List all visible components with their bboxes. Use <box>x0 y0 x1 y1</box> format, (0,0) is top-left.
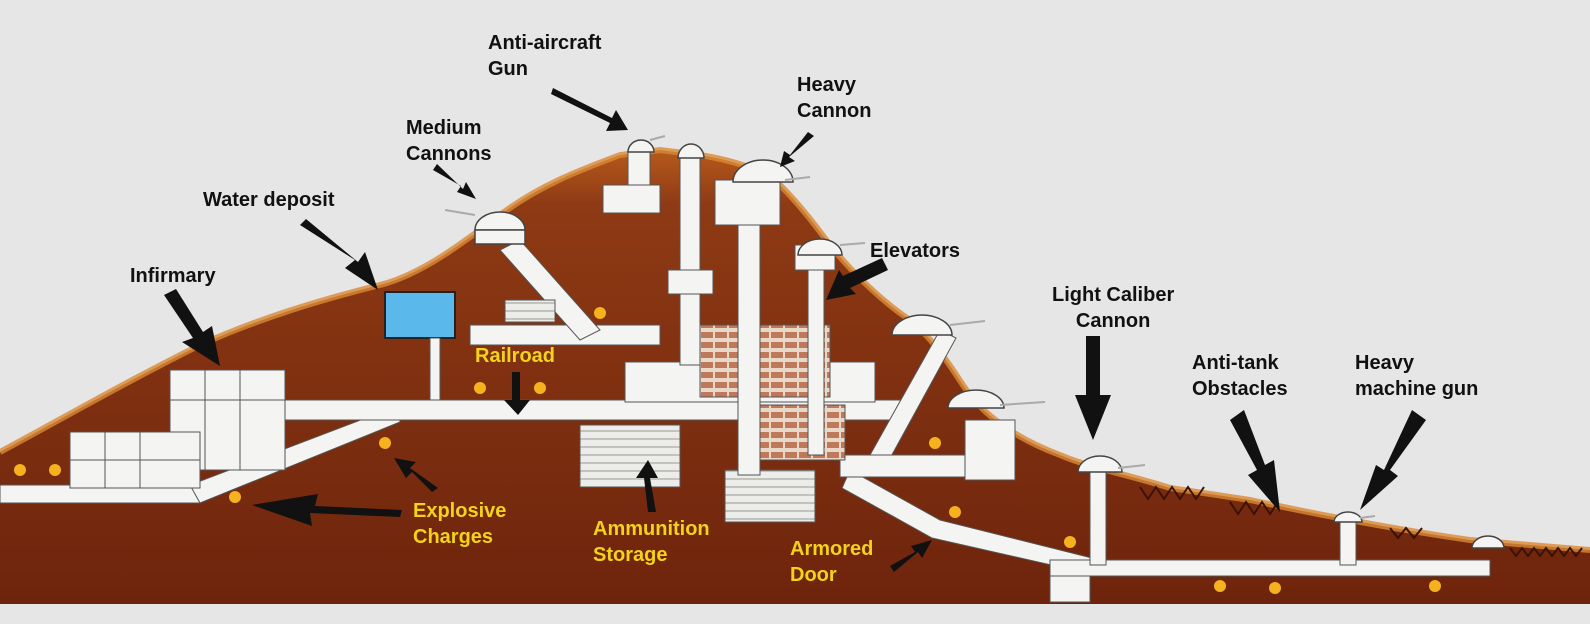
label-anti-aircraft-gun: Anti-aircraft Gun <box>488 30 601 82</box>
label-light-caliber-line2: Cannon <box>1075 310 1151 332</box>
label-ammunition-line1: Ammunition <box>593 518 710 540</box>
label-heavy-cannon-line2: Cannon <box>797 100 872 122</box>
black-arrows <box>164 88 1426 572</box>
ammunition-storage-room <box>579 424 681 488</box>
label-armored-door: Armored Door <box>790 536 873 588</box>
label-anti-aircraft-gun-line1: Anti-aircraft <box>488 32 602 54</box>
infirmary-block <box>69 369 286 489</box>
label-armored-door-line1: Armored <box>790 538 874 560</box>
label-medium-cannons-line2: Cannons <box>406 143 492 165</box>
water-tank <box>384 291 456 339</box>
label-heavy-mg-line1: Heavy <box>1355 352 1414 374</box>
water-pipe <box>429 337 441 401</box>
label-heavy-machine-gun: Heavy machine gun <box>1355 350 1478 402</box>
label-heavy-cannon-line1: Heavy <box>797 74 856 96</box>
label-anti-tank-line1: Anti-tank <box>1192 352 1279 374</box>
label-medium-cannons-line1: Medium <box>406 117 482 139</box>
anti-tank-teeth <box>1139 485 1583 558</box>
label-light-caliber-line1: Light Caliber <box>1052 284 1175 306</box>
gun-barrels <box>444 135 1376 519</box>
label-medium-cannons: Medium Cannons <box>406 115 492 167</box>
storage-left <box>504 299 556 323</box>
explosive-charges <box>14 307 1441 594</box>
label-ammunition-storage: Ammunition Storage <box>593 516 710 568</box>
lower-magazine <box>754 404 846 461</box>
label-railroad: Railroad <box>475 345 556 367</box>
label-anti-aircraft-gun-line2: Gun <box>488 58 528 80</box>
label-explosive-charges: Explosive Charges <box>413 498 506 550</box>
label-ammunition-line2: Storage <box>593 544 668 566</box>
label-light-caliber-cannon: Light Caliber Cannon <box>1052 282 1174 334</box>
label-anti-tank-line2: Obstacles <box>1192 378 1288 400</box>
label-heavy-mg-line2: machine gun <box>1355 378 1479 400</box>
turrets <box>474 139 1505 549</box>
label-heavy-cannon: Heavy Cannon <box>797 72 871 124</box>
label-elevators: Elevators <box>870 240 961 262</box>
lower-shaft-room <box>724 469 816 523</box>
label-explosive-line2: Charges <box>413 526 494 548</box>
label-infirmary: Infirmary <box>130 265 216 287</box>
label-armored-door-line2: Door <box>790 564 837 586</box>
shafts <box>602 149 1357 566</box>
label-explosive-line1: Explosive <box>413 500 507 522</box>
label-water-deposit: Water deposit <box>203 189 335 211</box>
label-anti-tank-obstacles: Anti-tank Obstacles <box>1192 350 1288 402</box>
